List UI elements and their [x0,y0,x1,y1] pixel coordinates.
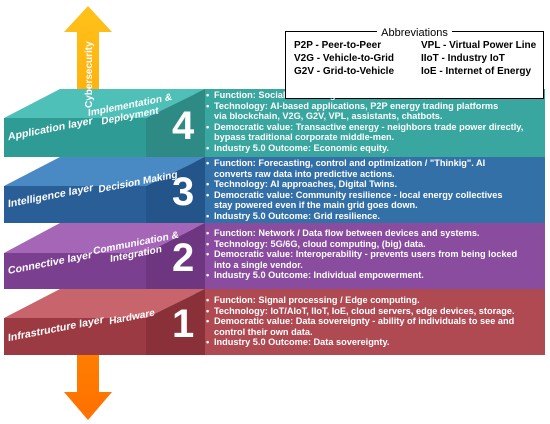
layer-3-right-face [146,157,205,223]
layer-4-bullets: Function: Social & market governance / U… [206,90,546,154]
abbreviation-ioe: IoE - Internet of Energy [421,66,532,77]
layer-1-number: 1 [172,302,195,346]
layer-2-bullets: Function: Network / Data flow between de… [206,228,546,281]
abbreviation-iiot: IIoT - Industry IoT [421,53,505,64]
layer-4-top-face [4,89,205,118]
abbreviation-p2p: P2P - Peer-to-Peer [294,40,382,51]
abbreviations-title-wrap: Abbreviations [286,23,543,41]
layer-2-top-face [4,223,205,253]
layer-1-bullets: Function: Signal processing / Edge compu… [206,295,546,348]
abbreviations-title: Abbreviations [377,27,452,39]
layer-4-front-face [4,118,146,157]
layer-3-front-face [4,186,146,223]
layer-2-front-face [4,253,146,289]
abbreviation-g2v: G2V - Grid-to-Vehicle [294,66,395,77]
layer-3-top-face [4,157,205,186]
abbreviations-box: Abbreviations P2P - Peer-to-Peer V2G - V… [285,27,544,99]
layer-1-front-face [4,318,146,355]
layer-3-number: 3 [172,170,195,214]
layer-4-number: 4 [172,104,195,148]
layer-2-right-face [146,223,205,289]
layer-2-number: 2 [172,236,195,280]
abbreviation-vpl: VPL - Virtual Power Line [421,40,537,51]
layer-1-top-face [4,289,205,318]
layer-1-right-face [146,289,205,355]
layer-4-right-face [146,89,205,157]
layer-3-bullets: Function: Forecasting, control and optim… [206,158,546,222]
abbreviation-v2g: V2G - Vehicle-to-Grid [294,53,395,64]
cybersecurity-label: Cybersecurity [84,41,95,108]
